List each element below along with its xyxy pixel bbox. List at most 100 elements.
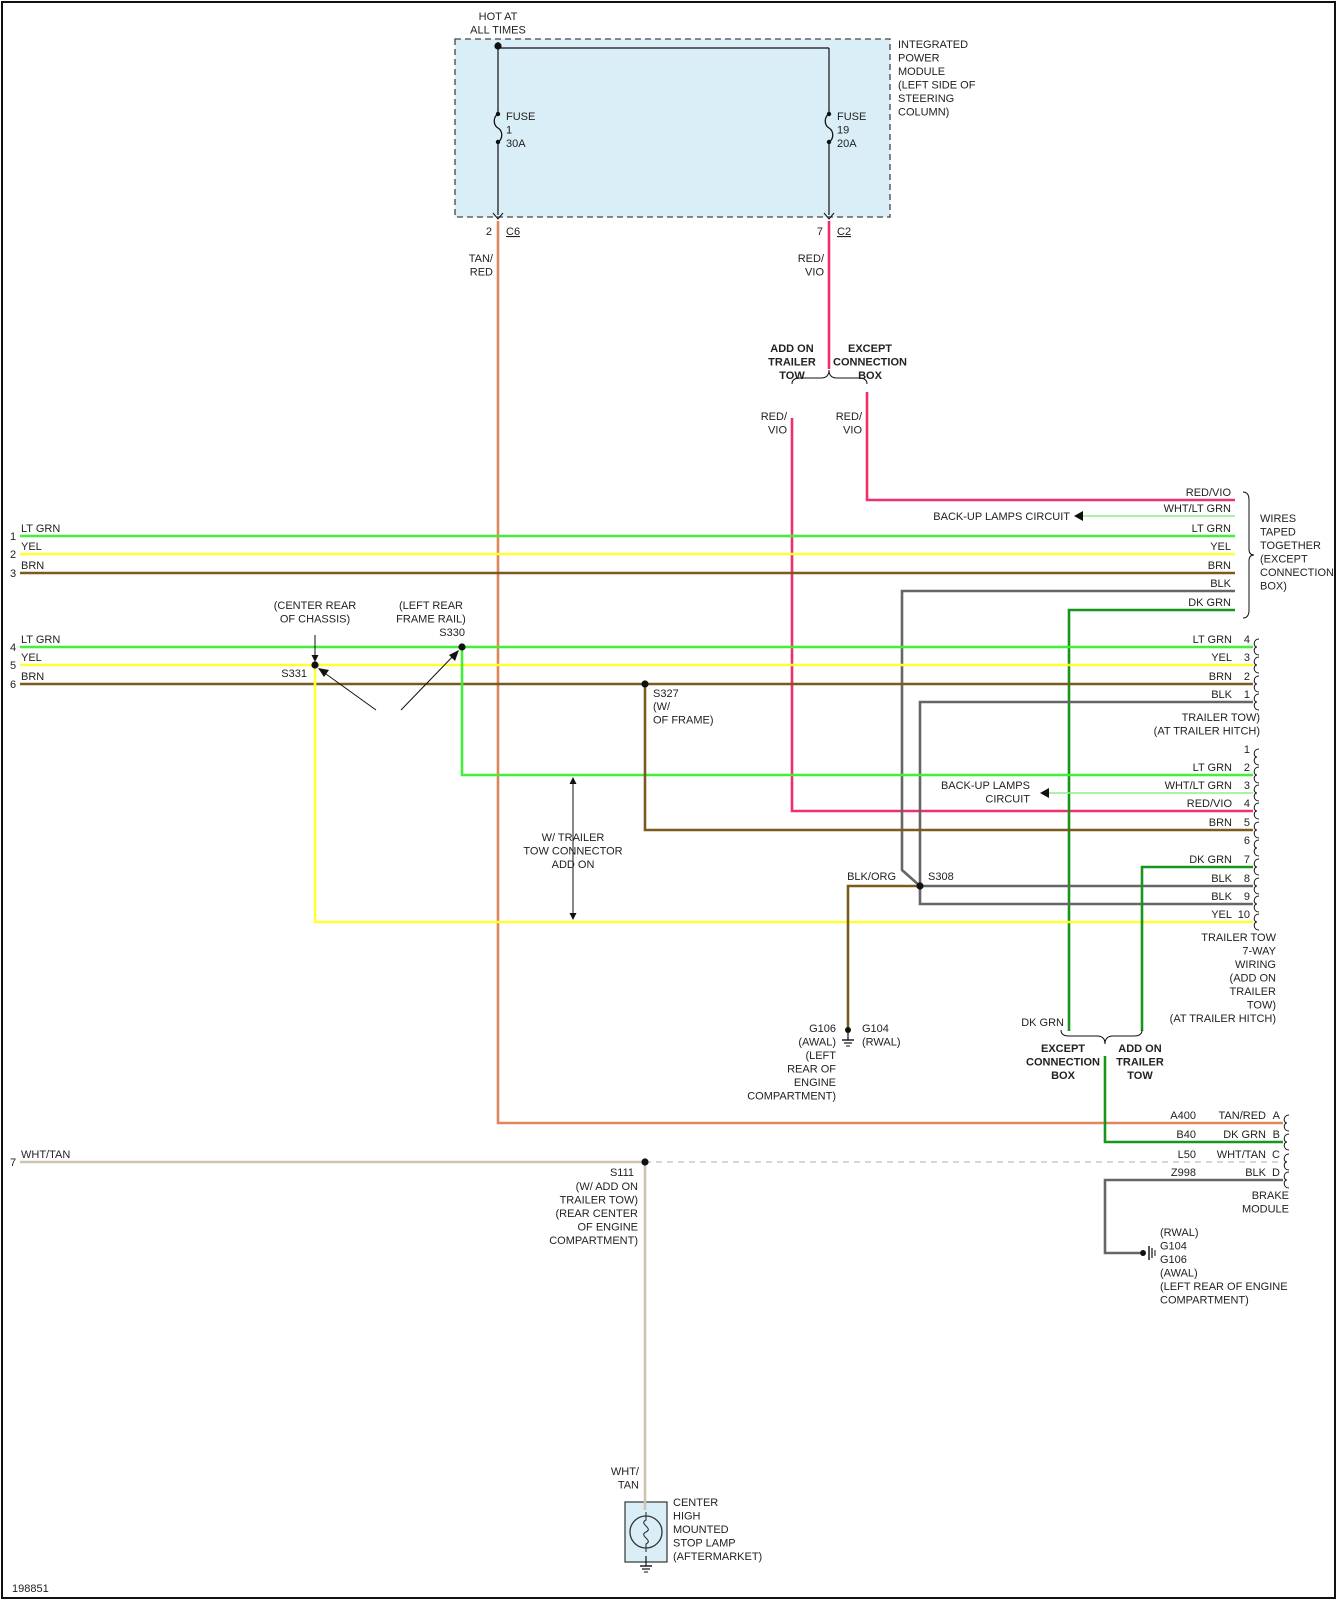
integrated-power-module xyxy=(454,38,891,218)
trailer-tow-4pin-receptacle-1 xyxy=(1253,638,1260,656)
brake-color-A: TAN/RED xyxy=(1219,1110,1267,1122)
trailer-7way-number-3: 3 xyxy=(1244,780,1250,792)
trailer-connector-span-bottom xyxy=(569,913,577,920)
s330-label: S330 xyxy=(439,627,465,639)
figure-id: 198851 xyxy=(12,1583,49,1595)
taped-wire-color-6: BLK xyxy=(1210,578,1231,590)
wire-blk-trailer-4pin xyxy=(918,700,1253,886)
wire-blk-brake-d xyxy=(1103,1178,1283,1255)
trailer-tow-7way-receptacle-10 xyxy=(1253,913,1260,931)
backup-lamps-arrow-head xyxy=(1074,511,1083,521)
s327-note: (W/OF FRAME) xyxy=(653,701,714,727)
hot-at-all-times-node xyxy=(494,42,502,50)
wire-blk-org-ground xyxy=(846,884,920,1030)
trailer-tow-7way-receptacle-9 xyxy=(1253,895,1260,913)
trailer-connector-span-top xyxy=(569,777,577,784)
trailer-4pin-number-4: 4 xyxy=(1244,634,1250,646)
g104-label: G104(RWAL) xyxy=(862,1023,901,1049)
fuse-19-symbol-top-dot xyxy=(826,111,832,117)
diagram-wires xyxy=(20,42,1283,1510)
red-vio-option-split xyxy=(791,369,868,385)
left-wire-color-1: LT GRN xyxy=(21,523,60,535)
c2-pin-label: 7 xyxy=(817,226,823,238)
dk-grn-wire-label: DK GRN xyxy=(1021,1017,1064,1029)
left-wire-color-6: BRN xyxy=(21,671,44,683)
c6-connector-label: C6 xyxy=(506,226,520,238)
brake-color-C: WHT/TAN xyxy=(1217,1149,1266,1161)
brake-circuit-D: Z998 xyxy=(1171,1167,1196,1179)
trailer-7way-color-2: LT GRN xyxy=(1193,762,1232,774)
trailer-tow-4pin-receptacle-2 xyxy=(1253,656,1260,674)
s331-label: S331 xyxy=(281,668,307,680)
wht-tan-wire-label: WHT/TAN xyxy=(611,1466,640,1492)
trailer-7way-color-5: BRN xyxy=(1209,817,1232,829)
trailer-7way-number-5: 5 xyxy=(1244,817,1250,829)
trailer-tow-7way-receptacle-8 xyxy=(1253,877,1260,895)
taped-wire-color-7: DK GRN xyxy=(1188,597,1231,609)
trailer-tow-7way-receptacle-5 xyxy=(1253,821,1260,839)
splice-s111 xyxy=(641,1158,649,1166)
left-wire-color-2: YEL xyxy=(21,541,42,553)
trailer-4pin-number-2: 2 xyxy=(1244,671,1250,683)
trailer-7way-number-8: 8 xyxy=(1244,873,1250,885)
wire-dk-grn-7 xyxy=(1140,865,1253,1031)
left-wire-color-3: BRN xyxy=(21,560,44,572)
trailer-7way-number-2: 2 xyxy=(1244,762,1250,774)
trailer-4pin-color-4: LT GRN xyxy=(1193,634,1232,646)
pointer-to-s330-head xyxy=(449,650,459,661)
fuse-1-symbol-bottom-dot xyxy=(495,139,501,145)
splice-s308 xyxy=(916,882,924,890)
left-pin-7: 7 xyxy=(10,1157,16,1169)
pointer-to-s331 xyxy=(318,668,377,711)
wire-lt-grn-to-7way xyxy=(460,650,1253,777)
trailer-7way-number-10: 10 xyxy=(1238,909,1250,921)
left-wire-color-7: WHT/TAN xyxy=(21,1149,70,1161)
left-pin-2: 2 xyxy=(10,549,16,561)
brake-circuit-A: A400 xyxy=(1170,1110,1196,1122)
trailer-7way-number-9: 9 xyxy=(1244,891,1250,903)
wire-blk-9 xyxy=(918,886,1253,906)
trailer-7way-number-1: 1 xyxy=(1244,744,1250,756)
trailer-4pin-color-3: YEL xyxy=(1211,652,1232,664)
taped-wire-color-5: BRN xyxy=(1208,560,1231,572)
wire-tan-red-main xyxy=(496,221,1283,1125)
tan-red-wire-label: TAN/RED xyxy=(469,253,494,279)
trailer-tow-4pin-receptacle-4 xyxy=(1253,693,1260,711)
trailer-4pin-color-1: BLK xyxy=(1211,689,1232,701)
trailer-7way-color-7: DK GRN xyxy=(1189,854,1232,866)
left-pin-3: 3 xyxy=(10,568,16,580)
left-wire-color-4: LT GRN xyxy=(21,634,60,646)
left-wire-color-5: YEL xyxy=(21,652,42,664)
brake-pin-B: B xyxy=(1273,1129,1280,1141)
fuse-19-symbol xyxy=(824,113,834,143)
brake-pin-C: C xyxy=(1272,1149,1280,1161)
brake-pin-A: A xyxy=(1273,1110,1281,1122)
backup-lamps-circuit-label: BACK-UP LAMPS CIRCUIT xyxy=(933,511,1070,523)
left-pin-1: 1 xyxy=(10,531,16,543)
splice-s327 xyxy=(641,680,649,688)
trailer-7way-number-4: 4 xyxy=(1244,798,1250,810)
wire-yel-to-7way xyxy=(313,665,1253,924)
brake-module-receptacle-1 xyxy=(1283,1114,1290,1132)
splice-s331 xyxy=(311,661,319,669)
trailer-tow-7way-receptacle-7 xyxy=(1253,858,1260,876)
s111-label: S111 xyxy=(610,1167,634,1179)
brake-color-D: BLK xyxy=(1245,1167,1266,1179)
trailer-7way-number-6: 6 xyxy=(1244,835,1250,847)
splice-s330 xyxy=(458,643,466,651)
wire-red-vio-except-box xyxy=(865,392,1235,502)
diagram-shapes xyxy=(454,38,891,1563)
trailer-tow-4pin-label: TRAILER TOW)(AT TRAILER HITCH) xyxy=(1154,712,1260,738)
